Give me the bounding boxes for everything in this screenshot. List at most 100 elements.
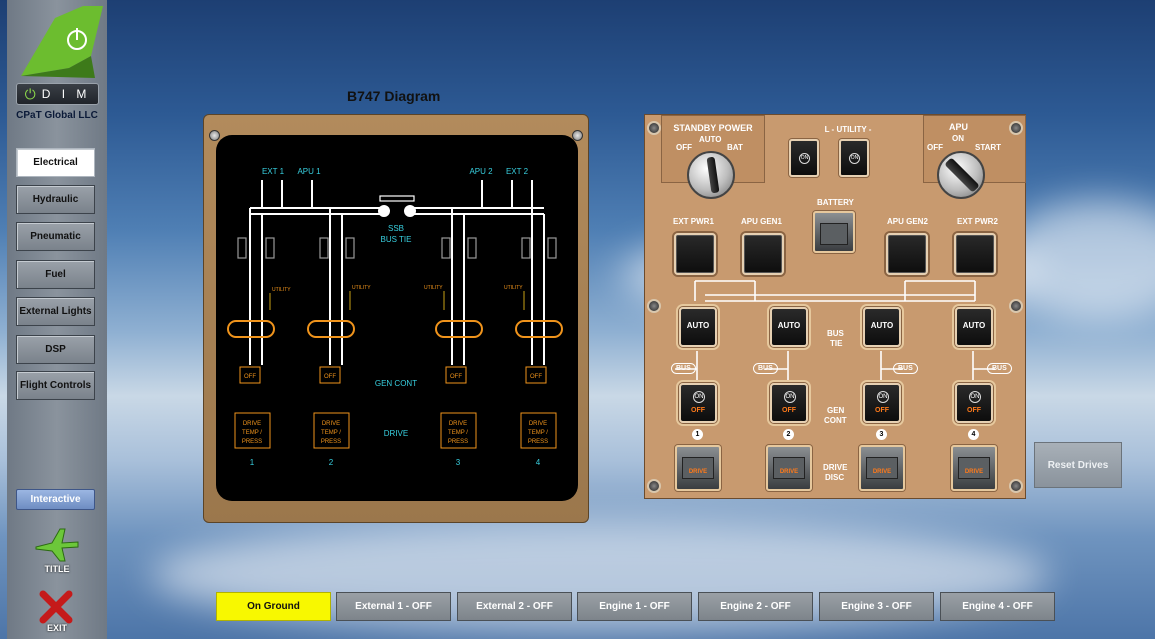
nav-fuel[interactable]: Fuel — [16, 260, 95, 289]
drive-disc-2-switch[interactable]: DRIVE — [766, 445, 812, 491]
bus-tie-3-button[interactable]: AUTO — [863, 307, 901, 347]
state-external-2[interactable]: External 2 - OFF — [457, 592, 572, 621]
nav-external-lights[interactable]: External Lights — [16, 297, 95, 326]
apu-off: OFF — [927, 143, 943, 152]
l-utility-2-button[interactable]: ON — [839, 139, 869, 177]
bus-tie-4-button[interactable]: AUTO — [955, 307, 993, 347]
nav-flight-controls[interactable]: Flight Controls — [16, 371, 95, 400]
svg-text:PRESS: PRESS — [448, 439, 468, 445]
screw-icon — [572, 130, 583, 141]
utility-label-1: UTILITY — [272, 287, 291, 293]
l-utility-label: L - UTILITY - — [824, 125, 872, 134]
svg-text:TEMP /: TEMP / — [242, 430, 262, 436]
state-engine-1[interactable]: Engine 1 - OFF — [577, 592, 692, 621]
gen-cont-label-2: CONT — [824, 416, 847, 425]
state-engine-3[interactable]: Engine 3 - OFF — [819, 592, 934, 621]
drive-disc-4-switch[interactable]: DRIVE — [951, 445, 997, 491]
ext-pwr2-button[interactable] — [954, 233, 996, 275]
apu-gen1-button[interactable] — [742, 233, 784, 275]
sidebar: ⏻ D I M CPaT Global LLC Electrical Hydrau… — [7, 0, 107, 639]
screw-icon — [1009, 121, 1023, 135]
reset-drives-button[interactable]: Reset Drives — [1034, 442, 1122, 488]
gen-off-2: OFF — [324, 374, 336, 380]
svg-text:DRIVE: DRIVE — [243, 421, 261, 427]
drive-label: DRIVE — [384, 429, 408, 438]
engine-number-4: 4 — [536, 458, 541, 467]
apu-selector-knob[interactable] — [937, 151, 985, 199]
apu-start: START — [975, 143, 1002, 152]
exit-icon[interactable] — [38, 590, 74, 624]
drive-box-1: DRIVE TEMP / PRESS — [242, 421, 262, 445]
diagram-screen: EXT 1 APU 1 APU 2 EXT 2 SSB BUS TIE GEN … — [216, 135, 578, 501]
standby-power-knob[interactable] — [687, 151, 735, 199]
exit-label[interactable]: EXIT — [46, 623, 67, 633]
nav-hydraulic[interactable]: Hydraulic — [16, 185, 95, 214]
bus-tag-3: BUS — [893, 363, 918, 374]
ext-pwr1-button[interactable] — [674, 233, 716, 275]
interactive-button[interactable]: Interactive — [16, 489, 95, 510]
bus-tie-1-button[interactable]: AUTO — [679, 307, 717, 347]
utility-label-2: UTILITY — [352, 285, 371, 291]
source-ext2: EXT 2 — [506, 167, 529, 176]
dim-label: D I M — [41, 87, 91, 101]
airplane-tail-logo — [21, 6, 103, 78]
power-icon: ⏻ — [24, 85, 36, 102]
title-label[interactable]: TITLE — [44, 564, 70, 574]
state-on-ground[interactable]: On Ground — [216, 592, 331, 621]
screw-icon — [647, 121, 661, 135]
standby-power-label: STANDBY POWER — [673, 123, 753, 133]
gen-off-3: OFF — [450, 374, 462, 380]
dim-button[interactable]: ⏻ D I M — [16, 83, 99, 105]
nav-dsp[interactable]: DSP — [16, 335, 95, 364]
airplane-icon[interactable] — [34, 527, 80, 563]
apu-on: ON — [952, 134, 964, 143]
electrical-diagram: EXT 1 APU 1 APU 2 EXT 2 SSB BUS TIE GEN … — [227, 167, 563, 467]
battery-label: BATTERY — [817, 198, 854, 207]
battery-switch[interactable] — [813, 211, 855, 253]
bus-tie-2-button[interactable]: AUTO — [770, 307, 808, 347]
state-engine-4[interactable]: Engine 4 - OFF — [940, 592, 1055, 621]
source-ext1: EXT 1 — [262, 167, 285, 176]
gen-off-1: OFF — [244, 374, 256, 380]
apu-gen2-button[interactable] — [886, 233, 928, 275]
l-utility-1-button[interactable]: ON — [789, 139, 819, 177]
utility-label-3: UTILITY — [424, 285, 443, 291]
svg-text:PRESS: PRESS — [321, 439, 341, 445]
nav-pneumatic[interactable]: Pneumatic — [16, 222, 95, 251]
ext-pwr1-label: EXT PWR1 — [673, 217, 714, 226]
standby-auto: AUTO — [699, 135, 722, 144]
svg-text:TEMP /: TEMP / — [448, 430, 468, 436]
nav-electrical[interactable]: Electrical — [16, 148, 95, 177]
svg-text:PRESS: PRESS — [242, 439, 262, 445]
state-external-1[interactable]: External 1 - OFF — [336, 592, 451, 621]
company-name: CPaT Global LLC — [16, 110, 98, 121]
screw-icon — [209, 130, 220, 141]
engine-badge-4: 4 — [968, 429, 979, 440]
bus-tag-4: BUS — [987, 363, 1012, 374]
bus-tie-label-1: BUS — [827, 329, 844, 338]
drive-disc-1-switch[interactable]: DRIVE — [675, 445, 721, 491]
drive-disc-3-switch[interactable]: DRIVE — [859, 445, 905, 491]
diagram-frame: EXT 1 APU 1 APU 2 EXT 2 SSB BUS TIE GEN … — [203, 114, 589, 523]
drive-disc-label-2: DISC — [825, 473, 845, 482]
engine-number-1: 1 — [250, 458, 255, 467]
state-engine-2[interactable]: Engine 2 - OFF — [698, 592, 813, 621]
svg-text:DRIVE: DRIVE — [529, 421, 547, 427]
bus-tie-label-2: TIE — [830, 339, 843, 348]
ext-pwr2-label: EXT PWR2 — [957, 217, 998, 226]
bus-tag-1: BUS — [671, 363, 696, 374]
screw-icon — [647, 299, 661, 313]
engine-number-2: 2 — [329, 458, 334, 467]
utility-label-4: UTILITY — [504, 285, 523, 291]
engine-number-3: 3 — [456, 458, 461, 467]
gen-off-4: OFF — [530, 374, 542, 380]
diagram-title: B747 Diagram — [347, 88, 441, 104]
svg-text:TEMP /: TEMP / — [528, 430, 548, 436]
